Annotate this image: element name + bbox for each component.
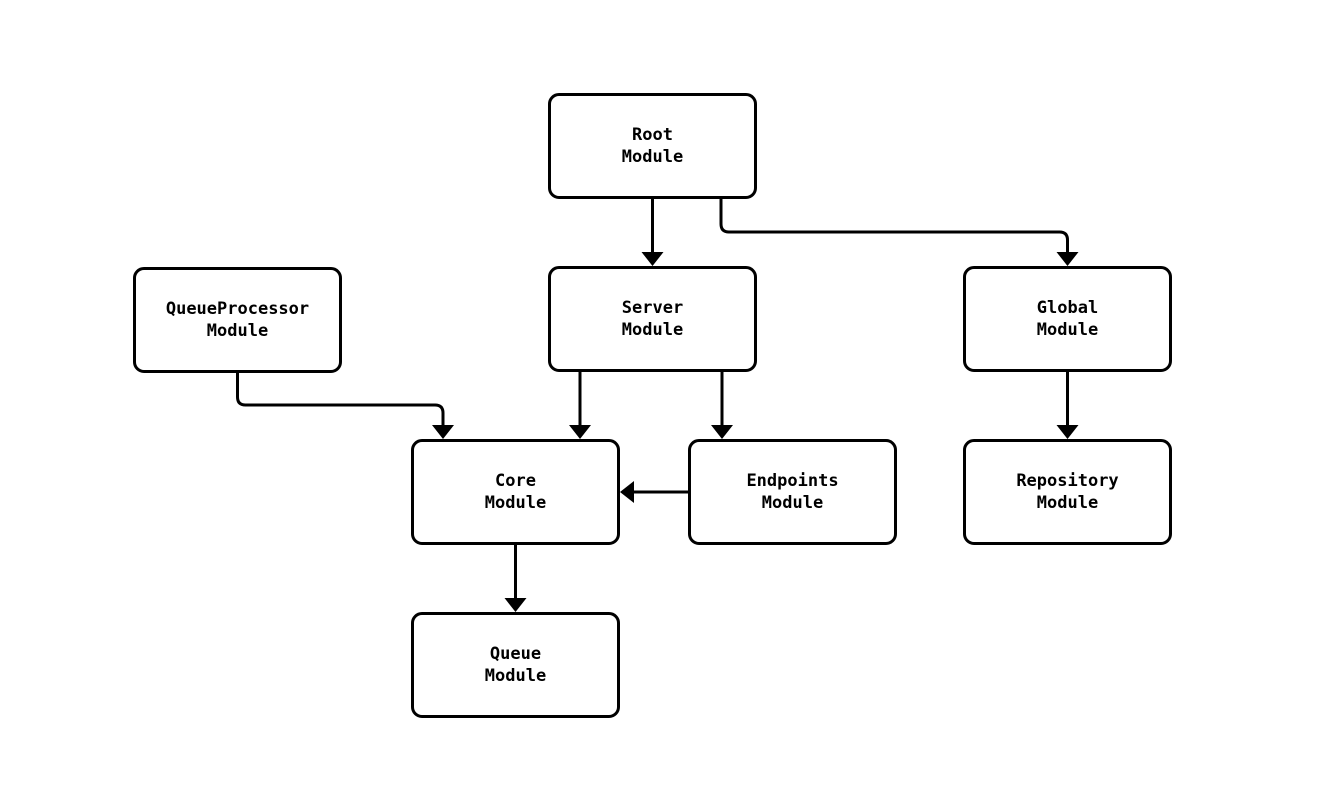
- node-queue-module: Queue Module: [411, 612, 620, 718]
- node-label-line1: Endpoints: [746, 471, 839, 491]
- node-repository-module: Repository Module: [963, 439, 1172, 545]
- node-label-line2: Module: [484, 493, 547, 513]
- node-label-line1: Root: [632, 125, 673, 145]
- node-label-line2: Module: [1036, 320, 1099, 340]
- node-label-line2: Module: [621, 147, 684, 167]
- node-label-line2: Module: [761, 493, 824, 513]
- node-label-line1: Core: [495, 471, 536, 491]
- edge-server-to-core: [569, 372, 591, 439]
- node-global-module: Global Module: [963, 266, 1172, 372]
- node-label-line1: Repository: [1016, 471, 1119, 491]
- node-label-line2: Module: [621, 320, 684, 340]
- node-label-line1: Server: [621, 298, 684, 318]
- node-core-module: Core Module: [411, 439, 620, 545]
- node-label-line2: Module: [484, 666, 547, 686]
- node-label-line1: QueueProcessor: [165, 299, 310, 319]
- edge-core-to-queue: [504, 545, 527, 612]
- node-queueprocessor-module: QueueProcessor Module: [133, 267, 342, 373]
- edge-queueprocessor-to-core: [236, 373, 454, 439]
- edge-server-to-endpoints: [711, 372, 733, 439]
- node-label-line1: Queue: [489, 644, 542, 664]
- edge-global-to-repository: [1056, 372, 1079, 439]
- edge-endpoints-to-core: [620, 481, 688, 503]
- node-label-line2: Module: [1036, 493, 1099, 513]
- node-endpoints-module: Endpoints Module: [688, 439, 897, 545]
- node-server-module: Server Module: [548, 266, 757, 372]
- node-root-module: Root Module: [548, 93, 757, 199]
- node-label-line2: Module: [206, 321, 269, 341]
- edge-root-to-server: [641, 199, 664, 266]
- node-label-line1: Global: [1036, 298, 1099, 318]
- edge-root-to-global: [719, 199, 1079, 266]
